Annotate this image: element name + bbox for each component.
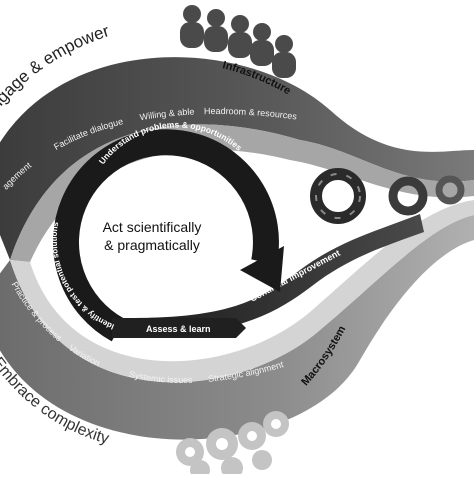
complexity-inner-band — [10, 200, 474, 383]
assess-segment — [112, 318, 246, 338]
improvement-ribbon — [130, 214, 424, 336]
engage-band — [0, 57, 474, 260]
center-line-1: Act scientifically — [103, 219, 202, 235]
complexity-band — [0, 215, 474, 440]
pdsa-cycle-ring — [52, 129, 279, 342]
pdsa-cycle-arrow — [240, 246, 284, 292]
people-icons — [180, 5, 296, 78]
assess-learn-label: Assess & learn — [146, 324, 211, 334]
gear-holes — [185, 419, 281, 457]
spiral-loops — [310, 168, 465, 224]
center-line-2: & pragmatically — [104, 237, 200, 253]
